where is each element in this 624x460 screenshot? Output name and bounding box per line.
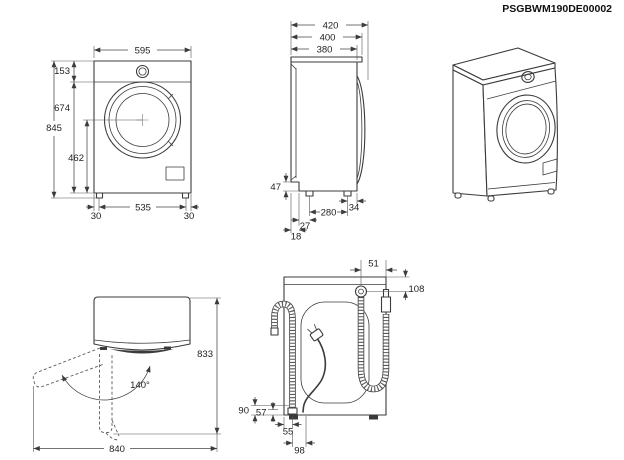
dim-top-width-open: 840 — [109, 444, 125, 455]
front-dimensions: 595 845 153 674 462 535 30 — [46, 46, 199, 222]
front-panel — [482, 67, 558, 197]
rear-dimensions: 51 108 90 57 55 98 — [238, 259, 424, 457]
dim-side-front-foot-inset: 34 — [349, 203, 360, 214]
side-machine-outline — [290, 56, 366, 197]
dim-door-angle: 140° — [130, 380, 150, 391]
dim-rear-drain-offset: 55 — [283, 427, 294, 438]
rear-panel — [300, 301, 370, 404]
perspective-door-icon — [496, 94, 556, 164]
dim-front-door-axis-top: 674 — [54, 103, 70, 114]
perspective-foot — [547, 188, 555, 195]
dim-top-depth-open: 833 — [197, 349, 213, 360]
front-machine-outline — [93, 60, 192, 199]
doc-code-label: PSGBWM190DE00002 — [502, 3, 612, 15]
drain-filter-door — [165, 166, 185, 181]
inlet-connection — [354, 285, 368, 298]
side-dimensions: 420 400 380 47 34 280 — [270, 20, 369, 243]
door-open-90-outline — [99, 354, 113, 433]
dim-front-door-axis-bottom: 462 — [68, 153, 84, 164]
door-bulge — [356, 75, 366, 185]
dim-side-depth-total: 420 — [323, 20, 339, 31]
perspective-foot — [487, 195, 495, 202]
drain-hose-icon — [270, 300, 298, 415]
dim-front-left-foot-inset: 30 — [91, 211, 102, 222]
dim-front-panel-height: 153 — [54, 66, 70, 77]
power-plug — [309, 328, 324, 342]
dim-side-rear-overhang: 18 — [291, 232, 302, 243]
dim-front-right-foot-inset: 30 — [184, 211, 195, 222]
dim-front-feet-spacing: 535 — [135, 203, 151, 214]
dim-rear-inlet-drop: 108 — [409, 284, 425, 295]
dim-side-depth-lid: 400 — [320, 32, 336, 43]
side-front-foot — [343, 190, 352, 197]
drain-outlet — [287, 407, 298, 415]
worktop — [290, 56, 363, 63]
dim-side-rear-foot-inset: 27 — [300, 221, 311, 232]
perspective-knob-icon — [521, 71, 535, 83]
dim-side-feet-spacing: 280 — [321, 207, 337, 218]
perspective-foot — [454, 192, 462, 199]
top-machine-outline — [93, 296, 191, 354]
front-right-foot — [181, 192, 190, 199]
top-view: 140° 833 840 — [32, 296, 221, 455]
dim-rear-inlet-offset: 51 — [368, 259, 379, 270]
left-side-panel — [452, 69, 488, 197]
side-view: 420 400 380 47 34 280 — [270, 20, 369, 243]
dim-rear-cord-height: 57 — [256, 408, 267, 419]
front-left-foot — [95, 192, 104, 199]
dim-side-depth-body: 380 — [317, 44, 333, 55]
front-view: 595 845 153 674 462 535 30 — [46, 46, 199, 222]
rear-machine-outline — [283, 276, 387, 420]
dim-front-total-height: 845 — [46, 123, 62, 134]
perspective-filter-door — [542, 158, 558, 176]
rear-view: 51 108 90 57 55 98 — [238, 259, 424, 457]
door-open-positions: 140° — [32, 347, 151, 441]
drain-hose-end — [270, 327, 279, 336]
inlet-hose-icon — [354, 285, 392, 393]
rear-right-foot — [369, 415, 378, 420]
rear-left-foot — [289, 415, 298, 420]
door-top-profile — [110, 349, 174, 354]
door-latch-mark — [164, 346, 171, 350]
dim-side-rear-recess: 47 — [270, 182, 281, 193]
door-open-140-outline — [32, 347, 105, 388]
power-cord-icon — [302, 324, 327, 413]
dim-rear-drain-height: 90 — [238, 406, 249, 417]
perspective-view — [452, 47, 558, 202]
detergent-knob-icon — [135, 64, 150, 79]
top-dimensions: 833 840 — [33, 297, 221, 455]
door-swing-arc — [61, 365, 151, 401]
dim-rear-cord-offset: 98 — [294, 446, 305, 457]
inlet-hose-coupling — [380, 296, 392, 313]
side-rear-foot — [305, 190, 314, 197]
door-hinge-mark — [100, 347, 107, 350]
dim-front-width: 595 — [135, 46, 151, 57]
